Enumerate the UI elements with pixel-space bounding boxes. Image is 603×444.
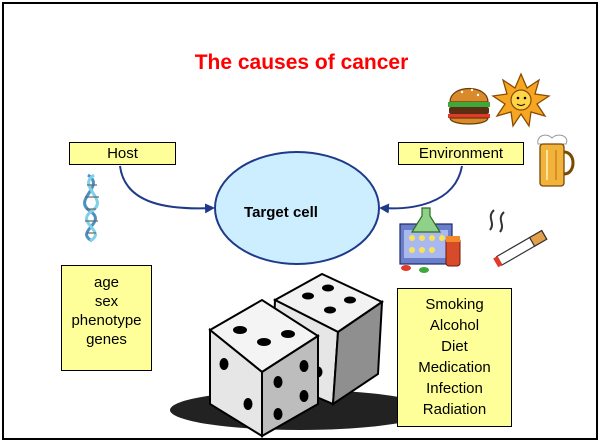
dna-icon xyxy=(83,173,99,243)
environment-to-cell-arrow xyxy=(379,165,463,214)
dice-icon xyxy=(170,272,430,438)
slide-title: The causes of cancer xyxy=(194,51,409,74)
slide-frame xyxy=(2,2,598,440)
environment-factor-item: Alcohol xyxy=(429,317,480,334)
environment-factor-item: Infection xyxy=(426,380,483,397)
environment-factor-item: Diet xyxy=(441,338,468,355)
medication-icon xyxy=(399,207,461,273)
target-cell-line-1: Target xyxy=(244,204,289,221)
host-factors-box: age sex phenotype genes xyxy=(61,265,152,371)
host-factor-item: genes xyxy=(86,331,127,348)
environment-label: Environment xyxy=(418,145,504,162)
host-box: Host xyxy=(69,142,176,165)
environment-box: Environment xyxy=(398,142,524,165)
host-factor-item: phenotype xyxy=(71,312,142,329)
environment-factor-item: Smoking xyxy=(425,296,484,313)
cigarette-icon xyxy=(489,209,548,268)
target-cell-label: Target cell xyxy=(236,203,326,222)
host-factor-item: sex xyxy=(94,293,119,310)
environment-factor-item: Radiation xyxy=(422,401,487,418)
sun-icon xyxy=(491,72,551,128)
host-label: Host xyxy=(107,145,138,162)
beer-mug-icon xyxy=(537,134,575,187)
environment-factors-box: Smoking Alcohol Diet Medication Infectio… xyxy=(397,288,512,427)
hamburger-icon xyxy=(448,88,490,125)
host-to-cell-arrow xyxy=(119,165,215,214)
target-cell-ellipse xyxy=(214,151,380,265)
target-cell-line-2: cell xyxy=(292,204,318,221)
host-factor-item: age xyxy=(93,274,120,291)
environment-factor-item: Medication xyxy=(418,359,491,376)
